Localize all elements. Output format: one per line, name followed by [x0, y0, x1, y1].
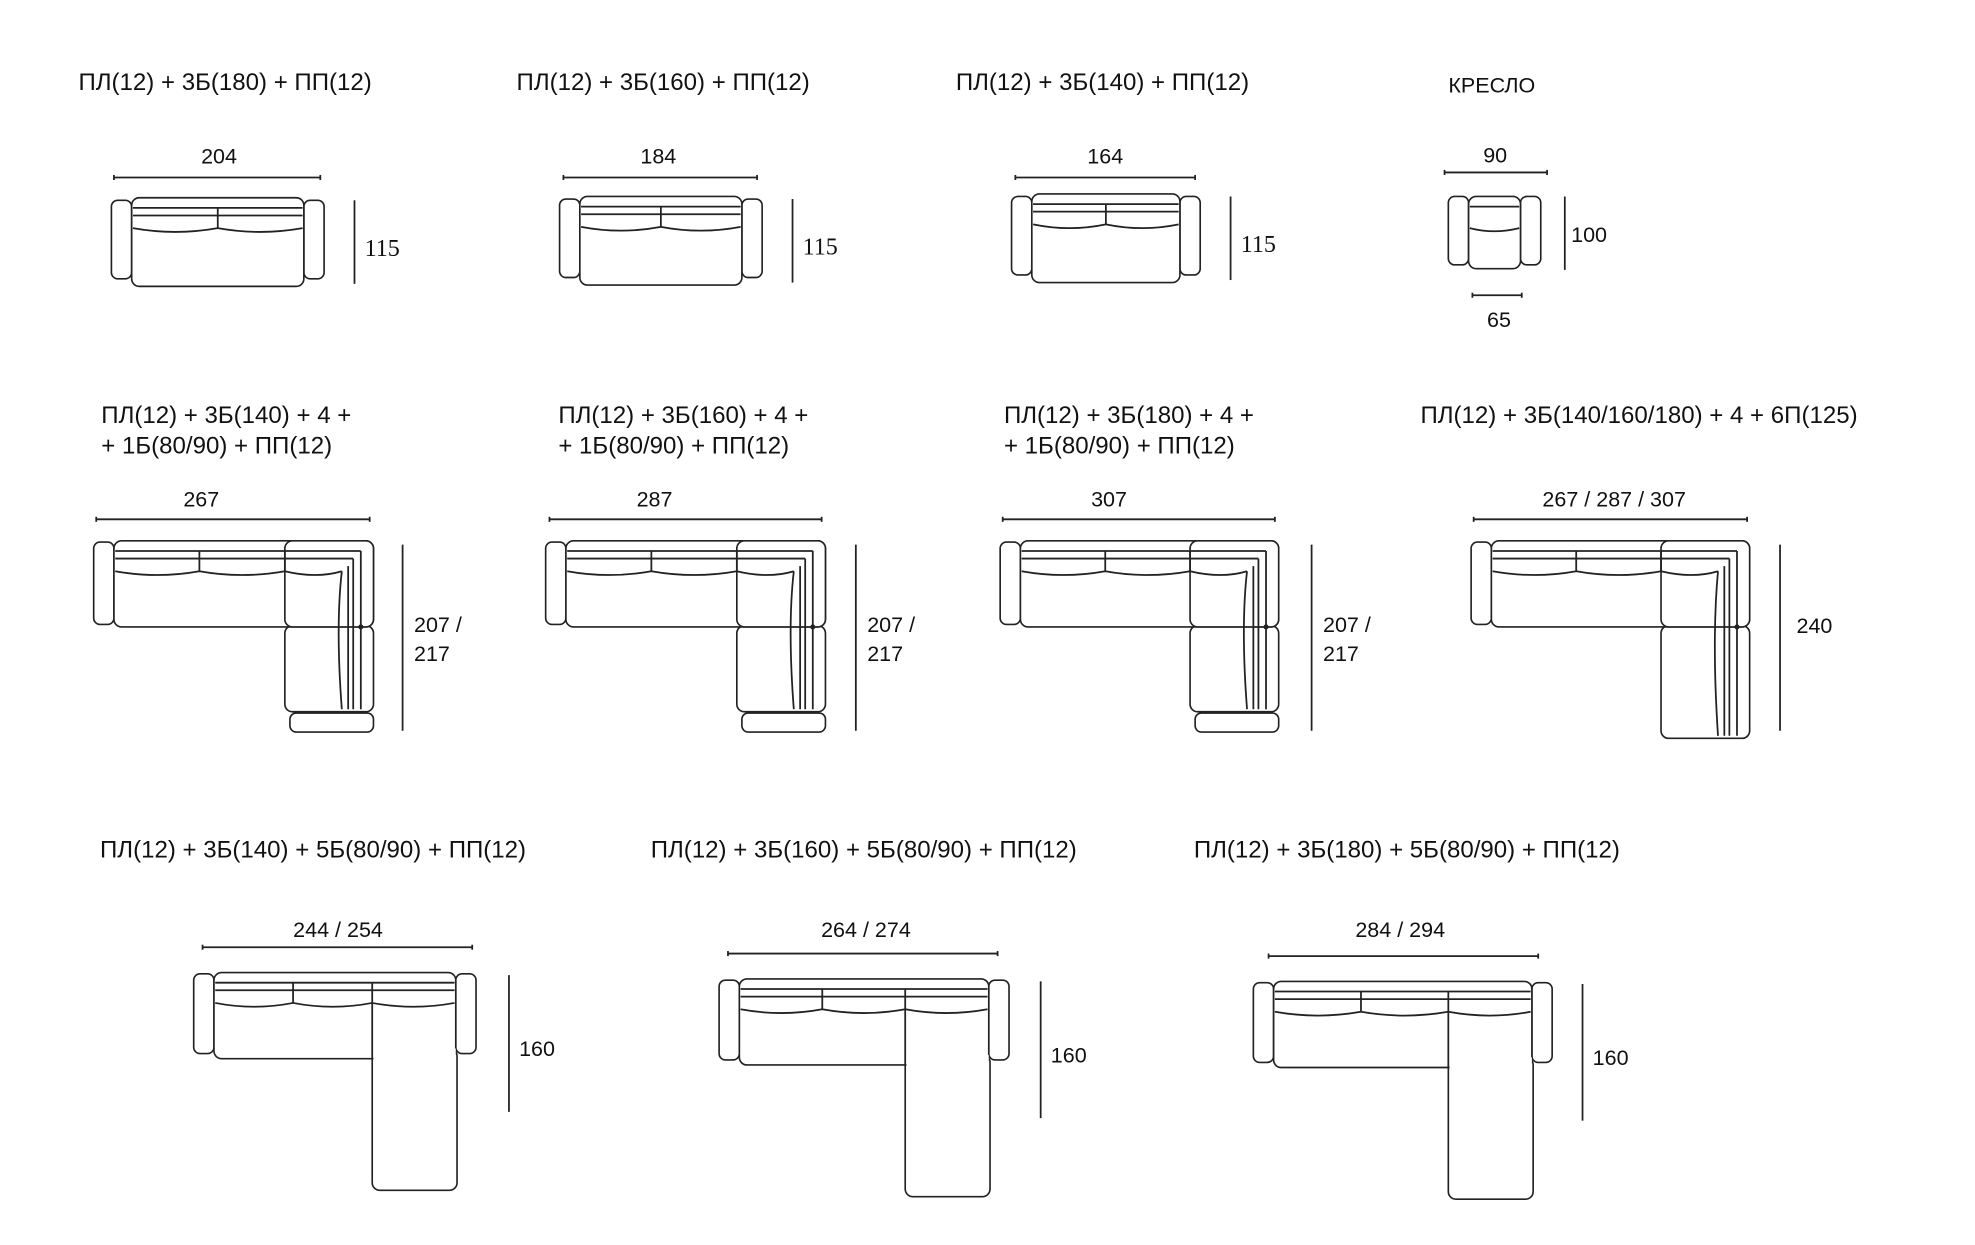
sofa-body [1030, 193, 1181, 284]
straight-sofa-drawing [110, 196, 325, 288]
bottom-armrest [289, 712, 375, 733]
chaise-sofa-drawing [1252, 980, 1553, 1200]
configuration-title: ПЛ(12) + 3Б(160) + 5Б(80/90) + ПП(12) [651, 836, 1077, 863]
width-dimension-line [95, 516, 371, 522]
armchair-drawing [1447, 195, 1542, 270]
left-armrest [999, 541, 1022, 626]
left-armrest [718, 979, 741, 1061]
corner-module [1660, 540, 1751, 628]
corner-module [284, 540, 375, 628]
depth-label: 115 [803, 235, 838, 261]
right-armrest [1531, 981, 1553, 1064]
width-dimension-line [113, 174, 322, 181]
depth-label-line2: 217 [867, 642, 903, 666]
depth-label-line2: 217 [414, 642, 450, 666]
width-dimension-line [562, 174, 758, 181]
depth-label: 115 [365, 236, 400, 262]
width-label: 244 / 254 [293, 918, 383, 942]
depth-label-line2: 217 [1323, 642, 1359, 666]
sofa-body [579, 195, 743, 286]
width-label: 267 / 287 / 307 [1542, 488, 1686, 512]
width-label: 267 [183, 488, 219, 512]
width-label: 90 [1483, 143, 1507, 167]
straight-sofa-drawing [558, 195, 763, 286]
left-armrest [1252, 981, 1275, 1064]
width-label: 284 / 294 [1355, 918, 1445, 942]
left-armrest [1447, 195, 1470, 266]
depth-label-line1: 207 / [414, 613, 462, 637]
configuration-title-line2: + 1Б(80/90) + ПП(12) [101, 432, 332, 459]
depth-label: 160 [519, 1037, 555, 1061]
depth-label: 115 [1241, 232, 1276, 258]
width-label: 307 [1091, 488, 1127, 512]
chaise-section [371, 1047, 458, 1192]
configuration-title-line2: + 1Б(80/90) + ПП(12) [1004, 432, 1235, 459]
configuration-title-line1: ПЛ(12) + 3Б(160) + 4 + [558, 402, 808, 429]
sofa-body [738, 978, 990, 1066]
right-armrest [1519, 195, 1542, 266]
left-armrest [1470, 541, 1493, 626]
sofa-body [130, 196, 305, 288]
configuration-title-line1: ПЛ(12) + 3Б(140/160/180) + 4 + 6П(125) [1420, 402, 1857, 429]
width-label: 184 [640, 145, 676, 169]
depth-label: 240 [1796, 614, 1832, 638]
armchair-title: КРЕСЛО [1448, 74, 1535, 98]
width-dimension-line [1267, 953, 1540, 959]
seat-width-label: 65 [1487, 308, 1511, 332]
left-armrest [544, 541, 567, 626]
bottom-armrest [741, 712, 827, 733]
width-dimension-line [727, 951, 999, 957]
armchair-body [1467, 195, 1522, 270]
right-armrest [741, 198, 763, 279]
left-armrest [92, 541, 115, 626]
width-label: 264 / 274 [821, 918, 911, 942]
width-dimension-line [1443, 169, 1548, 175]
depth-label: 160 [1593, 1046, 1629, 1070]
width-label: 287 [637, 488, 673, 512]
bottom-armrest [1194, 712, 1280, 733]
depth-label: 100 [1571, 223, 1607, 247]
right-armrest [987, 979, 1010, 1061]
sofa-body [213, 971, 457, 1060]
chaise-section [904, 1054, 991, 1198]
chaise-sofa-drawing [192, 971, 477, 1192]
chaise-sofa-drawing [718, 978, 1010, 1198]
depth-label-line1: 207 / [1323, 613, 1371, 637]
left-armrest [192, 972, 215, 1055]
depth-label: 160 [1051, 1043, 1087, 1067]
left-armrest [1010, 195, 1033, 276]
left-armrest [110, 199, 133, 280]
configuration-title: ПЛ(12) + 3Б(140) + ПП(12) [956, 69, 1249, 96]
corner-sofa-drawing [544, 540, 827, 733]
right-armrest [454, 972, 477, 1055]
corner-module [736, 540, 827, 628]
width-dimension-line [1471, 292, 1523, 298]
configuration-title-line1: ПЛ(12) + 3Б(180) + 4 + [1004, 402, 1254, 429]
configuration-title: ПЛ(12) + 3Б(160) + ПП(12) [517, 69, 810, 96]
configuration-title-line1: ПЛ(12) + 3Б(140) + 4 + [101, 402, 351, 429]
corner-sofa-drawing [92, 540, 375, 733]
width-dimension-line [548, 516, 823, 522]
chaise-section [1447, 1056, 1534, 1200]
width-label: 204 [201, 145, 237, 169]
configuration-title: ПЛ(12) + 3Б(180) + 5Б(80/90) + ПП(12) [1194, 836, 1620, 863]
width-label: 164 [1087, 145, 1123, 169]
depth-label-line1: 207 / [867, 613, 915, 637]
straight-sofa-drawing [1010, 193, 1202, 284]
right-armrest [303, 199, 325, 280]
configuration-title: ПЛ(12) + 3Б(140) + 5Б(80/90) + ПП(12) [100, 836, 526, 863]
right-armrest [1179, 195, 1202, 276]
width-dimension-line [201, 944, 474, 950]
configuration-title-line2: + 1Б(80/90) + ПП(12) [558, 432, 789, 459]
sofa-body [1272, 980, 1533, 1069]
width-dimension-line [1014, 174, 1197, 181]
corner-sofa-drawing [999, 540, 1280, 733]
corner-module [1189, 540, 1280, 628]
width-dimension-line [1472, 516, 1749, 522]
left-armrest [558, 198, 581, 279]
corner-sofa-drawing [1470, 540, 1751, 740]
width-dimension-line [1001, 516, 1276, 522]
configuration-title: ПЛ(12) + 3Б(180) + ПП(12) [78, 69, 371, 96]
